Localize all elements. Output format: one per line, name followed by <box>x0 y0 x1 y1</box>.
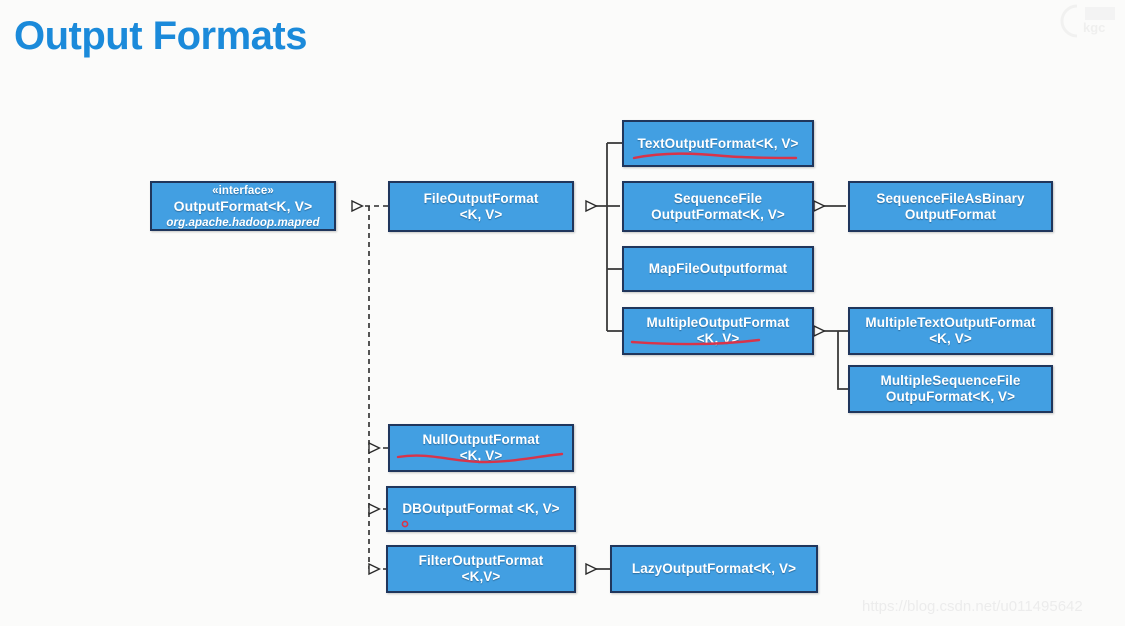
node-label-line2: OutputFormat<K, V> <box>651 206 785 222</box>
node-multipletextoutputformat[interactable]: MultipleTextOutputFormat <K, V> <box>848 307 1053 355</box>
node-label-line1: LazyOutputFormat<K, V> <box>631 561 797 577</box>
interface-name: OutputFormat<K, V> <box>173 197 313 214</box>
node-lazyoutputformat[interactable]: LazyOutputFormat<K, V> <box>610 545 818 593</box>
interface-stereotype: «interface» <box>212 184 274 197</box>
node-label-line1: FileOutputFormat <box>423 190 539 206</box>
node-label-line1: SequenceFile <box>673 190 763 206</box>
node-fileoutputformat[interactable]: FileOutputFormat <K, V> <box>388 181 574 232</box>
node-filteroutputformat[interactable]: FilterOutputFormat <K,V> <box>386 545 576 593</box>
node-textoutputformat[interactable]: TextOutputFormat<K, V> <box>622 120 814 167</box>
node-label-line2: <K,V> <box>461 569 501 584</box>
node-sequencefileasbinaryoutputformat[interactable]: SequenceFileAsBinary OutputFormat <box>848 181 1053 232</box>
node-label-line2: <K, V> <box>459 206 503 222</box>
node-label-line1: MultipleTextOutputFormat <box>865 315 1036 331</box>
edge-stub-multiplesequencefile <box>837 331 848 390</box>
node-label-line1: MultipleSequenceFile <box>880 373 1021 389</box>
logo-mark <box>1060 4 1115 38</box>
logo-text: kgc <box>1083 20 1106 35</box>
node-label-line1: NullOutputFormat <box>422 432 540 448</box>
node-multiplesequencefileoutputformat[interactable]: MultipleSequenceFile OutpuFormat<K, V> <box>848 365 1053 413</box>
node-label-line2: OutpuFormat<K, V> <box>885 389 1016 404</box>
node-label-line1: DBOutputFormat <K, V> <box>402 501 560 517</box>
node-label-line2: <K, V> <box>929 331 972 346</box>
node-sequencefileoutputformat[interactable]: SequenceFile OutputFormat<K, V> <box>622 181 814 232</box>
interface-package: org.apache.hadoop.mapred <box>166 217 320 230</box>
node-mapfileoutputformat[interactable]: MapFileOutputformat <box>622 246 814 292</box>
node-label-line1: TextOutputFormat<K, V> <box>637 135 799 151</box>
node-label-line2: <K, V> <box>696 331 740 346</box>
node-outputformat-interface[interactable]: «interface» OutputFormat<K, V> org.apach… <box>150 181 336 231</box>
node-label-line1: MapFileOutputformat <box>648 261 788 277</box>
node-label-line2: <K, V> <box>459 448 503 463</box>
watermark: https://blog.csdn.net/u011495642 <box>862 598 1083 615</box>
node-dboutputformat[interactable]: DBOutputFormat <K, V> <box>386 486 576 532</box>
node-multipleoutputformat[interactable]: MultipleOutputFormat <K, V> <box>622 307 814 355</box>
node-label-line2: OutputFormat <box>904 206 997 222</box>
node-label-line1: MultipleOutputFormat <box>646 315 790 331</box>
node-label-line1: SequenceFileAsBinary <box>876 190 1025 206</box>
node-nulloutputformat[interactable]: NullOutputFormat <K, V> <box>388 424 574 472</box>
page-title: Output Formats <box>14 14 307 58</box>
kgc-logo: kgc <box>1047 2 1121 44</box>
node-label-line1: FilterOutputFormat <box>418 553 544 569</box>
